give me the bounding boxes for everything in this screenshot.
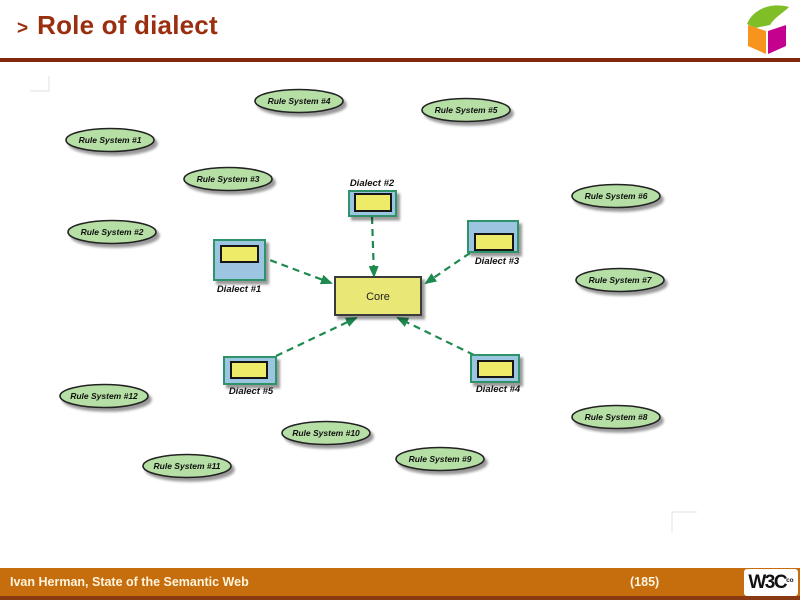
rule-system-ellipse	[421, 97, 511, 123]
rule-system-node	[142, 453, 232, 479]
rule-system-ellipse	[254, 88, 344, 114]
rule-system-label: Rule System #4	[268, 96, 331, 106]
dialect-arrow	[396, 317, 475, 356]
rule-system-label: Rule System #10	[292, 428, 360, 438]
rule-system-node	[183, 166, 273, 192]
rule-system-ellipse	[65, 127, 155, 153]
frame-corner-mark-top-left	[30, 76, 50, 92]
rule-system-ellipse	[67, 219, 157, 245]
dialect-inner-box	[220, 245, 259, 263]
dialect-label: Dialect #3	[475, 256, 520, 267]
cube-logo-icon	[747, 5, 789, 54]
page-number: (185)	[630, 575, 660, 589]
dialect-node	[348, 190, 397, 217]
dialect-node	[223, 356, 277, 385]
rule-system-label: Rule System #8	[585, 412, 648, 422]
rule-system-node	[575, 267, 665, 293]
footer-author: Ivan Herman, State of the Semantic Web	[10, 575, 249, 589]
dialect-node	[470, 354, 520, 383]
rule-system-label: Rule System #11	[154, 461, 221, 471]
rule-system-ellipse	[395, 446, 485, 472]
dialect-inner-box	[230, 361, 268, 379]
core-node	[334, 276, 422, 316]
dialect-label: Dialect #4	[476, 384, 521, 395]
dialect-label: Dialect #5	[229, 386, 274, 397]
w3c-logo-superscript: co	[786, 577, 794, 584]
rule-system-label: Rule System #9	[409, 454, 472, 464]
rule-system-ellipse	[575, 267, 665, 293]
cube-logo-left-face	[748, 25, 766, 54]
rule-system-node	[59, 383, 149, 409]
core-label: Core	[366, 291, 390, 303]
rule-system-ellipse	[571, 404, 661, 430]
rule-system-label: Rule System #3	[197, 174, 260, 184]
dialect-label: Dialect #2	[350, 178, 395, 189]
page-title: Role of dialect	[37, 10, 218, 40]
core-box	[334, 276, 422, 316]
rule-system-ellipse	[571, 183, 661, 209]
dialect-inner-box	[474, 233, 514, 251]
footer-bar: Ivan Herman, State of the Semantic Web (…	[0, 568, 800, 600]
rule-system-label: Rule System #2	[81, 227, 144, 237]
dialect-node	[467, 220, 519, 253]
rule-system-node	[395, 446, 485, 472]
rule-system-ellipse	[281, 420, 371, 446]
rule-system-node	[571, 183, 661, 209]
rule-system-label: Rule System #1	[79, 135, 142, 145]
rule-system-ellipse	[183, 166, 273, 192]
rule-system-node	[571, 404, 661, 430]
cube-logo-right-face	[768, 25, 786, 54]
rule-system-node	[67, 219, 157, 245]
dialect-node	[213, 239, 266, 281]
w3c-logo-text: W3C	[748, 572, 787, 593]
rule-system-ellipse	[142, 453, 232, 479]
rule-system-node	[421, 97, 511, 123]
rule-system-node	[254, 88, 344, 114]
dialect-arrow	[424, 252, 471, 285]
rule-system-label: Rule System #5	[435, 105, 498, 115]
rule-system-label: Rule System #12	[70, 391, 138, 401]
cube-logo-leaf	[747, 5, 789, 28]
dialect-arrow	[275, 317, 358, 357]
title-divider-line	[0, 58, 800, 62]
frame-corner-mark-bottom-right	[671, 511, 697, 533]
title-prompt-symbol: >	[17, 18, 29, 39]
slide-header: > Role of dialect	[17, 10, 218, 41]
dialect-inner-box	[354, 193, 392, 212]
rule-system-node	[281, 420, 371, 446]
dialect-arrow	[368, 216, 379, 278]
dialect-label: Dialect #1	[217, 284, 261, 295]
dialect-arrow	[258, 254, 333, 285]
rule-system-node	[65, 127, 155, 153]
rule-system-ellipse	[59, 383, 149, 409]
dialect-inner-box	[477, 360, 514, 378]
rule-system-label: Rule System #6	[585, 191, 648, 201]
rule-system-label: Rule System #7	[589, 275, 653, 285]
